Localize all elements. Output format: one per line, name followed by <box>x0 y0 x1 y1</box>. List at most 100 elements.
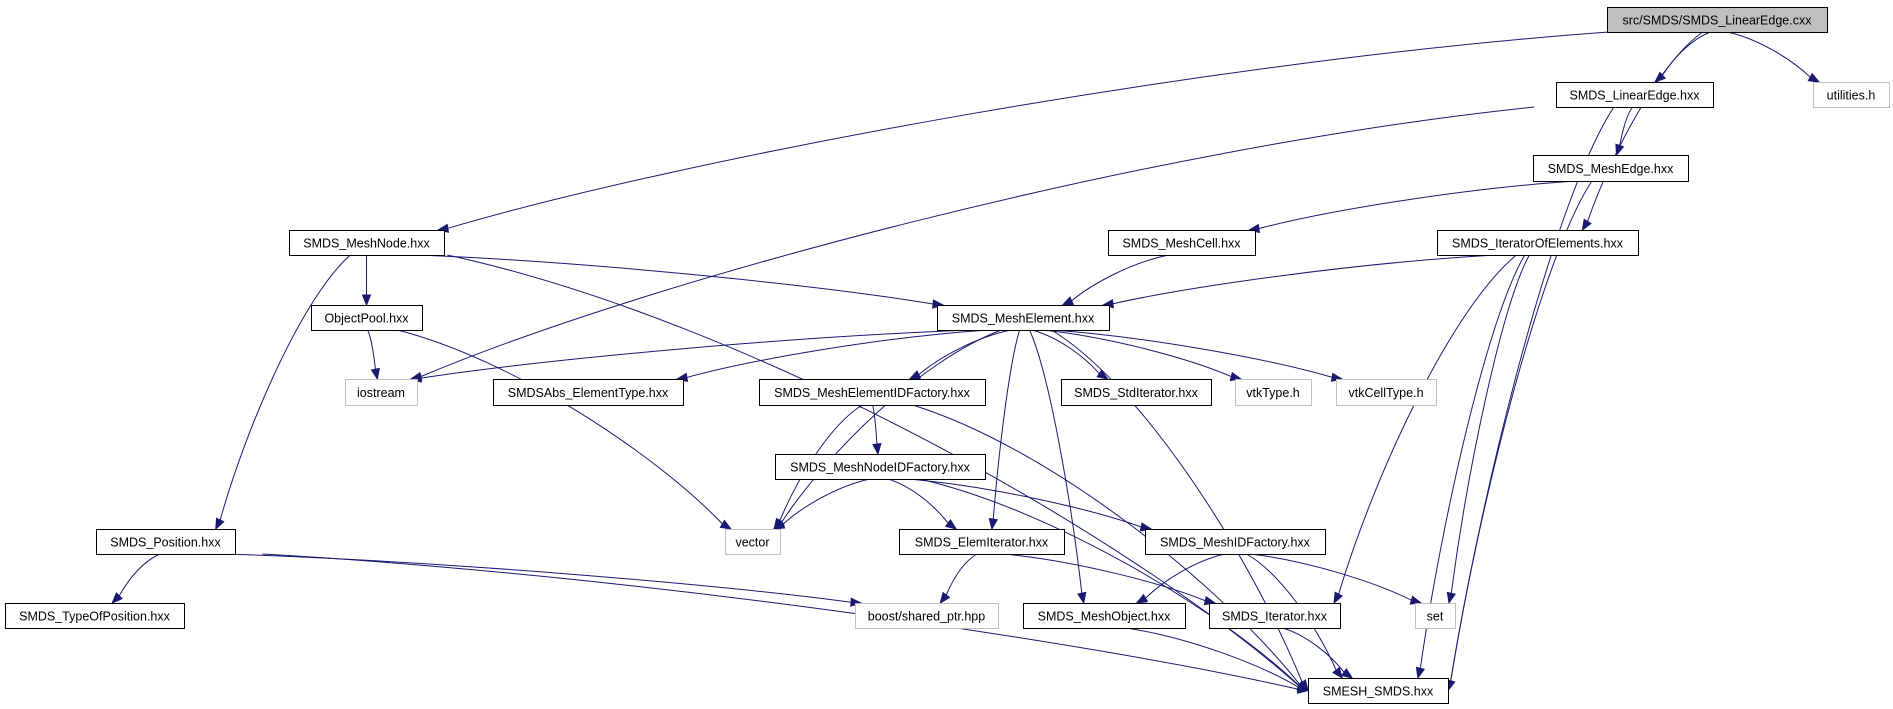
node-box <box>1437 230 1639 256</box>
edge-line <box>1112 254 1497 305</box>
node-position-hxx[interactable]: SMDS_Position.hxx <box>96 529 236 555</box>
node-label: set <box>1427 610 1444 624</box>
arrowhead-icon <box>370 367 380 381</box>
node-smdsabs-elementtype-hxx[interactable]: SMDSAbs_ElementType.hxx <box>493 379 684 406</box>
node-meshnode-hxx[interactable]: SMDS_MeshNode.hxx <box>289 230 445 256</box>
edge-position_hxx-to-typeofposition_hxx <box>111 553 161 604</box>
edge-line <box>945 553 978 596</box>
edge-line <box>118 553 161 597</box>
edge-root-to-utilities_h <box>1727 31 1821 83</box>
node-meshidfactory-hxx[interactable]: SMDS_MeshIDFactory.hxx <box>1145 529 1326 555</box>
edge-meshelement_hxx-to-meshobject_hxx <box>1029 329 1087 605</box>
edge-line <box>1250 553 1412 601</box>
edge-line <box>912 404 1301 685</box>
node-label: SMDS_MeshNodeIDFactory.hxx <box>790 461 970 475</box>
edge-line <box>418 254 934 305</box>
node-linearedge-hxx[interactable]: SMDS_LinearEdge.hxx <box>1556 82 1714 108</box>
edge-line <box>782 478 870 525</box>
node-box <box>1556 82 1714 108</box>
node-iostream: iostream <box>345 379 418 406</box>
node-box <box>1533 155 1689 182</box>
edge-meshobject_hxx-to-smesh_smds_hxx <box>1125 627 1310 692</box>
node-root[interactable]: src/SMDS/SMDS_LinearEdge.cxx <box>1607 7 1828 33</box>
arrowhead-icon <box>772 519 786 530</box>
edge-root-to-meshnode_hxx <box>436 31 1609 233</box>
edge-meshidfactory_hxx-to-meshobject_hxx <box>1135 553 1225 604</box>
edge-root-to-linearedge_hxx <box>1654 31 1711 83</box>
edge-meshelement_hxx-to-stditerator_hxx <box>1031 329 1109 380</box>
node-meshobject-hxx[interactable]: SMDS_MeshObject.hxx <box>1023 603 1186 629</box>
node-meshcell-hxx[interactable]: SMDS_MeshCell.hxx <box>1108 230 1256 256</box>
node-box <box>937 305 1110 331</box>
node-stditerator-hxx[interactable]: SMDS_StdIterator.hxx <box>1061 379 1212 406</box>
node-meshelement-hxx[interactable]: SMDS_MeshElement.hxx <box>937 305 1110 331</box>
node-box <box>899 529 1065 555</box>
arrowhead-icon <box>872 443 882 456</box>
edge-line <box>397 329 723 525</box>
edge-objectpool_hxx-to-vector <box>397 329 733 530</box>
edge-line <box>1338 254 1517 595</box>
node-label: SMDS_LinearEdge.hxx <box>1570 89 1701 103</box>
node-iterator-hxx[interactable]: SMDS_Iterator.hxx <box>1209 603 1341 629</box>
node-box <box>1235 379 1312 406</box>
node-meshedge-hxx[interactable]: SMDS_MeshEdge.hxx <box>1533 155 1689 182</box>
node-label: boost/shared_ptr.hpp <box>868 610 985 624</box>
edge-iteratorofelements_hxx-to-meshelement_hxx <box>1101 254 1497 309</box>
edge-meshelement_hxx-to-vtktype_h <box>1042 329 1243 382</box>
arrowhead-icon <box>908 370 922 380</box>
node-objectpool-hxx[interactable]: ObjectPool.hxx <box>311 305 423 331</box>
edge-meshnodeidfactory_hxx-to-smesh_smds_hxx <box>919 478 1310 692</box>
edge-line <box>1145 553 1225 599</box>
node-iteratorofelements-hxx[interactable]: SMDS_IteratorOfElements.hxx <box>1437 230 1639 256</box>
edge-line <box>779 404 863 522</box>
edge-meshedge_hxx-to-meshcell_hxx <box>1247 180 1577 234</box>
node-boost-shared-ptr-hpp: boost/shared_ptr.hpp <box>855 603 999 629</box>
edge-line <box>420 329 972 379</box>
arrowhead-icon <box>1077 591 1087 605</box>
node-label: iostream <box>357 386 405 400</box>
node-vector: vector <box>725 529 781 555</box>
edge-line <box>226 553 852 603</box>
node-set: set <box>1415 603 1456 629</box>
node-elemiterator-hxx[interactable]: SMDS_ElemIterator.hxx <box>899 529 1065 555</box>
node-box <box>345 379 418 406</box>
edge-meshedge_hxx-to-smesh_smds_hxx <box>1446 180 1593 692</box>
edge-line <box>367 329 376 370</box>
edge-line <box>992 329 1021 520</box>
node-label: vector <box>735 536 769 550</box>
arrowhead-icon <box>1415 666 1426 680</box>
edge-linearedge_hxx-to-iostream <box>409 106 1535 382</box>
edge-meshnodeidfactory_hxx-to-meshidfactory_hxx <box>908 478 1153 532</box>
node-meshelementidfactory-hxx[interactable]: SMDS_MeshElementIDFactory.hxx <box>759 379 986 406</box>
node-box <box>5 603 185 629</box>
edge-line <box>781 329 1002 523</box>
arrowhead-icon <box>1332 666 1344 680</box>
edge-meshcell_hxx-to-meshelement_hxx <box>1061 254 1169 306</box>
node-label: SMDS_ElemIterator.hxx <box>915 536 1049 550</box>
edge-line <box>1258 180 1577 230</box>
node-label: SMDS_MeshNode.hxx <box>303 237 430 251</box>
node-meshnodeidfactory-hxx[interactable]: SMDS_MeshNodeIDFactory.hxx <box>775 454 986 480</box>
edge-line <box>1450 180 1593 681</box>
node-typeofposition-hxx[interactable]: SMDS_TypeOfPosition.hxx <box>5 603 185 629</box>
node-label: SMDS_MeshElementIDFactory.hxx <box>774 386 970 400</box>
edge-line <box>420 106 1535 378</box>
edge-line <box>918 329 1012 376</box>
edge-iteratorofelements_hxx-to-set <box>1446 254 1530 605</box>
node-label: SMDSAbs_ElementType.hxx <box>508 386 669 400</box>
edge-line <box>1450 254 1530 594</box>
edge-iteratorofelements_hxx-to-iterator_hxx <box>1333 254 1517 605</box>
node-label: ObjectPool.hxx <box>324 312 409 326</box>
arrowhead-icon <box>1296 682 1310 692</box>
node-smesh-smds-hxx[interactable]: SMESH_SMDS.hxx <box>1308 678 1449 704</box>
edge-meshelement_hxx-to-vector <box>772 329 1002 530</box>
edge-iterator_hxx-to-smesh_smds_hxx <box>1282 627 1354 679</box>
edge-root-to-iteratorofelements_hxx <box>1581 31 1703 232</box>
arrowhead-icon <box>719 519 733 530</box>
node-box <box>1209 603 1341 629</box>
edge-line <box>1125 627 1299 688</box>
node-box <box>1415 603 1456 629</box>
arrowhead-icon <box>215 517 225 531</box>
edge-line <box>219 254 351 521</box>
